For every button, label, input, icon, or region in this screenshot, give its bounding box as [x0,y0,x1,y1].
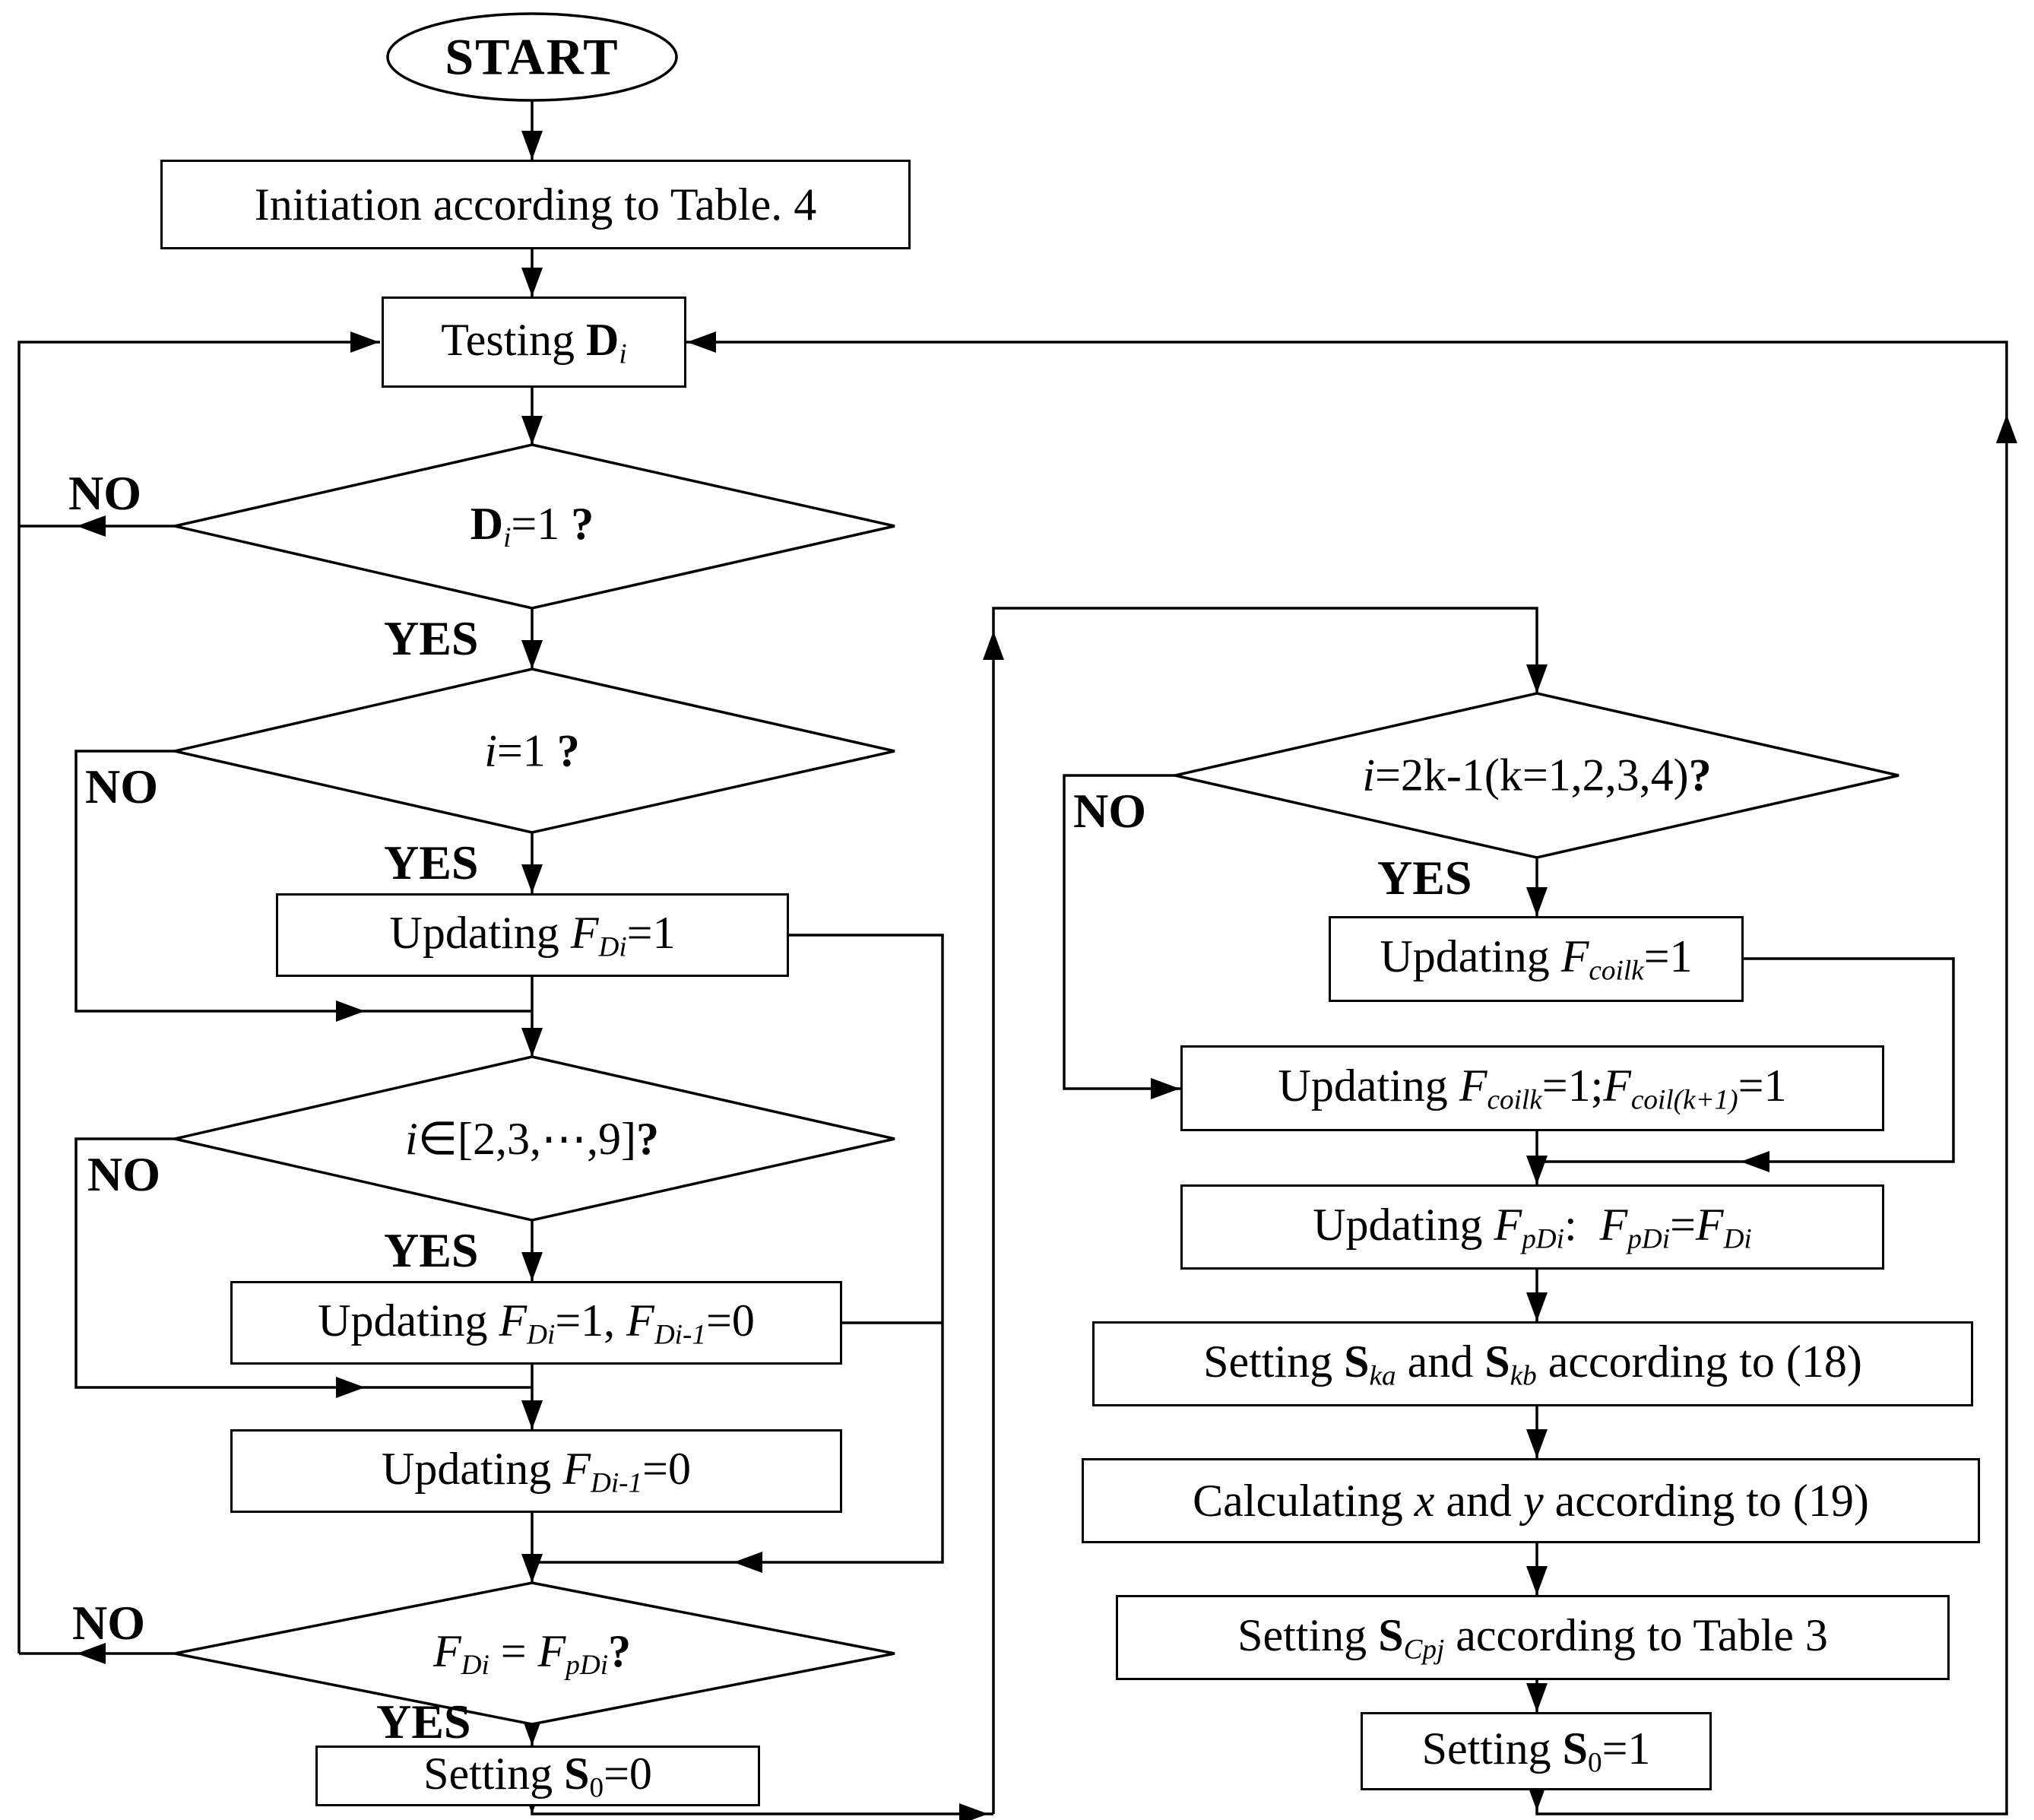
arrowhead-d [1526,887,1548,916]
arrowhead-l [77,515,106,537]
updating-fdi-fdim1-step-label: Updating FDi=1, FDi-1=0 [318,1295,755,1351]
edge-center-riser-to-k2 [992,607,1538,1814]
setting-ska-skb-step: Setting Ska and Skb according to (18) [1092,1321,1973,1406]
calculating-xy-step: Calculating x and y according to (19) [1082,1458,1980,1543]
start-terminator-label: START [445,27,619,86]
di-yes-label: YES [384,611,479,665]
di-equals-1-decision-shape [174,443,895,610]
arrowhead-r [336,1000,365,1022]
edge-i1-no-bypass [74,750,532,1013]
i-equals-1-decision-label: i=1 ? [484,725,580,776]
edge-k2-no [1063,774,1180,1090]
arrowhead-d [521,1554,543,1583]
arrowhead-d [521,1028,543,1057]
i1-no-label: NO [85,759,158,813]
initiation-step: Initiation according to Table. 4 [160,160,911,249]
setting-scpj-step-label: Setting SCpj according to Table 3 [1237,1609,1828,1666]
i-in-range-decision-label: i∈[2,3,⋯,9]? [405,1114,659,1164]
updating-fcoilk-step: Updating Fcoilk=1 [1329,916,1744,1002]
updating-fdim1-step: Updating FDi-1=0 [230,1429,842,1513]
di-no-label: NO [68,466,141,520]
di-equals-1-decision-label: Di=1 ? [470,498,594,554]
arrowhead-r [336,1377,365,1398]
updating-fpdi-step: Updating FpDi: FpDi=FDi [1180,1184,1884,1270]
i-equals-1-decision-shape [174,667,895,834]
i-equals-2k1-decision-label: i=2k-1(k=1,2,3,4)? [1362,750,1712,801]
updating-fcoilk-both-step-label: Updating Fcoilk=1;Fcoil(k+1)=1 [1278,1061,1787,1116]
i29-yes-label: YES [384,1223,479,1277]
i29-no-label: NO [87,1147,160,1201]
arrowhead-r [1151,1078,1180,1099]
arrowhead-l [733,1552,762,1573]
arrowhead-r [959,1803,988,1820]
setting-s0-1-step: Setting S0=1 [1361,1712,1712,1790]
setting-s0-0-step: Setting S0=0 [315,1745,760,1806]
fdi-equals-fpdi-decision-shape [174,1581,895,1726]
i-equals-2k1-decision-shape [1174,692,1899,859]
updating-fdi-fdim1-step: Updating FDi=1, FDi-1=0 [230,1281,842,1365]
setting-scpj-step: Setting SCpj according to Table 3 [1116,1595,1950,1680]
setting-ska-skb-step-label: Setting Ska and Skb according to (18) [1203,1336,1862,1392]
testing-di-step-label: Testing Di [441,314,627,370]
edge-s00-to-center-riser [531,1806,993,1815]
arrowhead-l [687,331,716,353]
k2-no-label: NO [1073,784,1146,838]
setting-s0-1-step-label: Setting S0=1 [1421,1723,1651,1779]
updating-fdi-step-label: Updating FDi=1 [389,907,676,963]
calculating-xy-step-label: Calculating x and y according to (19) [1193,1475,1869,1526]
arrowhead-d [521,640,543,669]
arrowhead-d [521,268,543,296]
start-terminator-shape [386,12,678,102]
i-in-range-decision-shape [174,1055,895,1222]
fpdi-yes-label: YES [376,1695,471,1749]
k2-yes-label: YES [1377,851,1472,905]
updating-fdim1-step-label: Updating FDi-1=0 [382,1443,691,1499]
fpdi-no-label: NO [72,1596,145,1650]
updating-fcoilk-both-step: Updating Fcoilk=1;Fcoil(k+1)=1 [1180,1045,1884,1131]
arrowhead-d [521,1400,543,1429]
arrowhead-d [521,416,543,445]
fdi-equals-fpdi-decision-label: FDi = FpDi? [432,1625,632,1682]
edge-i29-no-bypass [74,1137,532,1389]
updating-fdi-step: Updating FDi=1 [276,893,789,977]
arrowhead-d [1526,1683,1548,1712]
initiation-step-label: Initiation according to Table. 4 [254,179,817,230]
arrowhead-u [983,631,1004,660]
updating-fpdi-step-label: Updating FpDi: FpDi=FDi [1313,1199,1752,1255]
arrowhead-l [1741,1151,1769,1172]
arrowhead-u [1996,414,2017,443]
arrowhead-d [1526,1566,1548,1595]
updating-fcoilk-step-label: Updating Fcoilk=1 [1380,931,1693,987]
arrowhead-d [1526,664,1548,693]
arrowhead-d [1526,1156,1548,1184]
arrowhead-d [521,1252,543,1281]
setting-s0-0-step-label: Setting S0=0 [423,1748,652,1804]
arrowhead-d [521,131,543,160]
arrowhead-d [1526,1429,1548,1458]
i1-yes-label: YES [384,835,479,889]
arrowhead-d [521,864,543,893]
arrowhead-l [77,1643,106,1664]
arrowhead-d [1526,1292,1548,1321]
arrowhead-r [350,331,379,353]
edge-left-return-to-testing [17,341,380,1654]
testing-di-step: Testing Di [382,296,686,388]
